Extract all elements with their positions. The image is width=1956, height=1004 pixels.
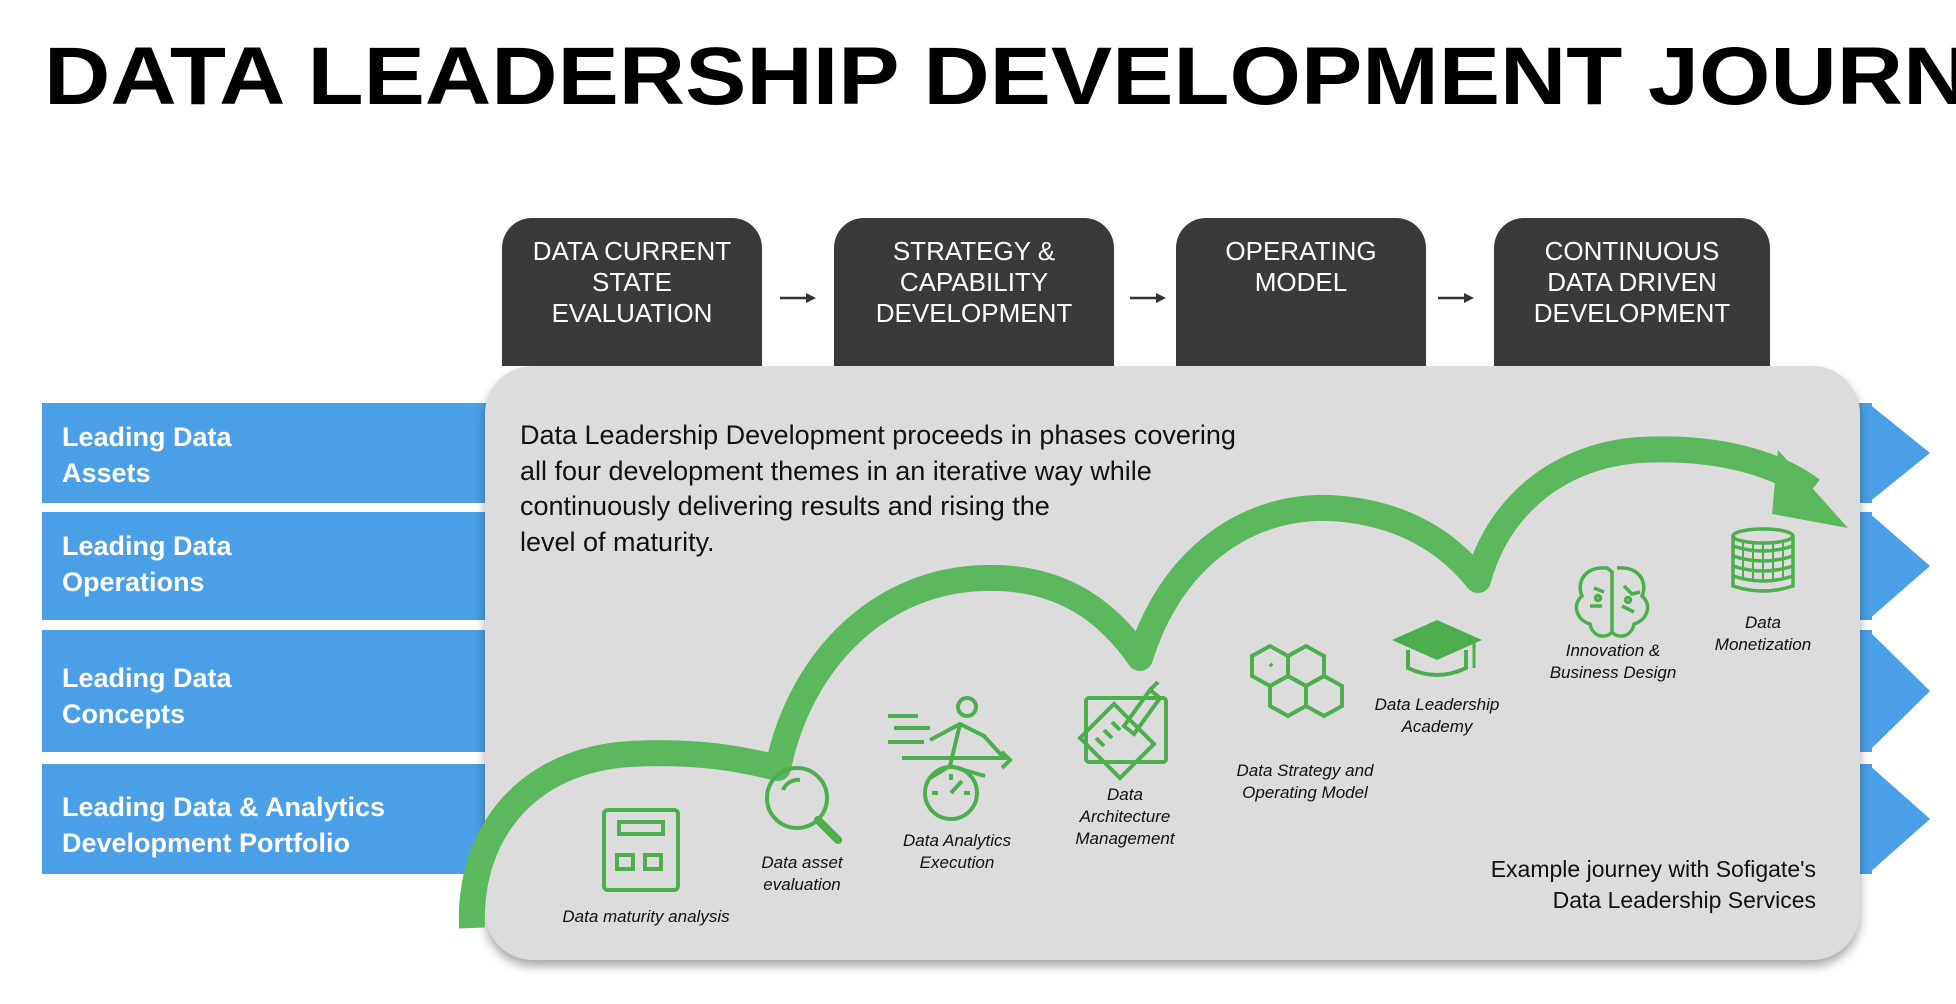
magnifier-icon	[765, 766, 842, 844]
theme-label-portfolio: Leading Data & Analytics Development Por…	[62, 792, 386, 858]
phase-box-operating-model: OPERATING MODEL	[1176, 218, 1426, 366]
phase-box-current-state: DATA CURRENT STATE EVALUATION	[502, 218, 762, 366]
band-arrowhead-operations	[1850, 512, 1930, 620]
theme-label-operations: Leading Data Operations	[62, 531, 232, 597]
step-label-innovation-business-design: Innovation & Business Design	[1549, 641, 1677, 682]
step-label-analytics-execution: Data Analytics Execution	[902, 831, 1012, 872]
phase-label-current-state: DATA CURRENT STATE EVALUATION	[532, 236, 732, 328]
step-label-maturity-analysis: Data maturity analysis	[562, 907, 730, 926]
theme-label-concepts: Leading Data Concepts	[62, 663, 232, 729]
band-arrowhead-concepts	[1850, 630, 1930, 752]
band-arrowhead-portfolio	[1850, 764, 1930, 874]
phase-box-strategy: STRATEGY & CAPABILITY DEVELOPMENT	[834, 218, 1114, 366]
theme-label-assets: Leading Data Assets	[62, 422, 232, 488]
step-label-data-monetization: Data Monetization	[1714, 613, 1812, 654]
phase-arrow-1	[780, 293, 816, 303]
runner-speedometer-icon	[888, 696, 1013, 821]
phase-label-strategy: STRATEGY & CAPABILITY DEVELOPMENT	[875, 236, 1073, 328]
journey-arrowhead	[1772, 450, 1848, 528]
phase-label-operating-model: OPERATING MODEL	[1225, 236, 1377, 297]
step-label-asset-evaluation: Data asset evaluation	[761, 853, 843, 894]
hexagon-cluster-icon	[1250, 643, 1344, 719]
phase-box-continuous: CONTINUOUS DATA DRIVEN DEVELOPMENT	[1494, 218, 1770, 366]
page-title: DATA LEADERSHIP DEVELOPMENT JOURNEY	[44, 31, 1956, 122]
phase-arrow-3	[1438, 293, 1474, 303]
phase-arrow-2	[1130, 293, 1166, 303]
step-label-strategy-operating-model: Data Strategy and Operating Model	[1236, 761, 1374, 802]
example-journey-note: Example journey with Sofigate's Data Lea…	[1490, 856, 1816, 913]
phase-label-continuous: CONTINUOUS DATA DRIVEN DEVELOPMENT	[1533, 236, 1731, 328]
drafting-tools-icon	[1077, 680, 1168, 781]
calculator-icon	[602, 808, 680, 892]
step-label-architecture-management: Data Architecture Management	[1075, 785, 1175, 848]
coin-stack-icon	[1731, 527, 1795, 593]
intro-text: Data Leadership Development proceeds in …	[520, 420, 1236, 557]
graduation-cap-icon	[1392, 620, 1482, 677]
band-arrowhead-assets	[1850, 403, 1930, 503]
brain-icon	[1574, 566, 1650, 638]
step-label-leadership-academy: Data Leadership Academy	[1374, 695, 1500, 736]
journey-panel	[485, 366, 1860, 960]
journey-arrow-path	[458, 436, 1820, 929]
